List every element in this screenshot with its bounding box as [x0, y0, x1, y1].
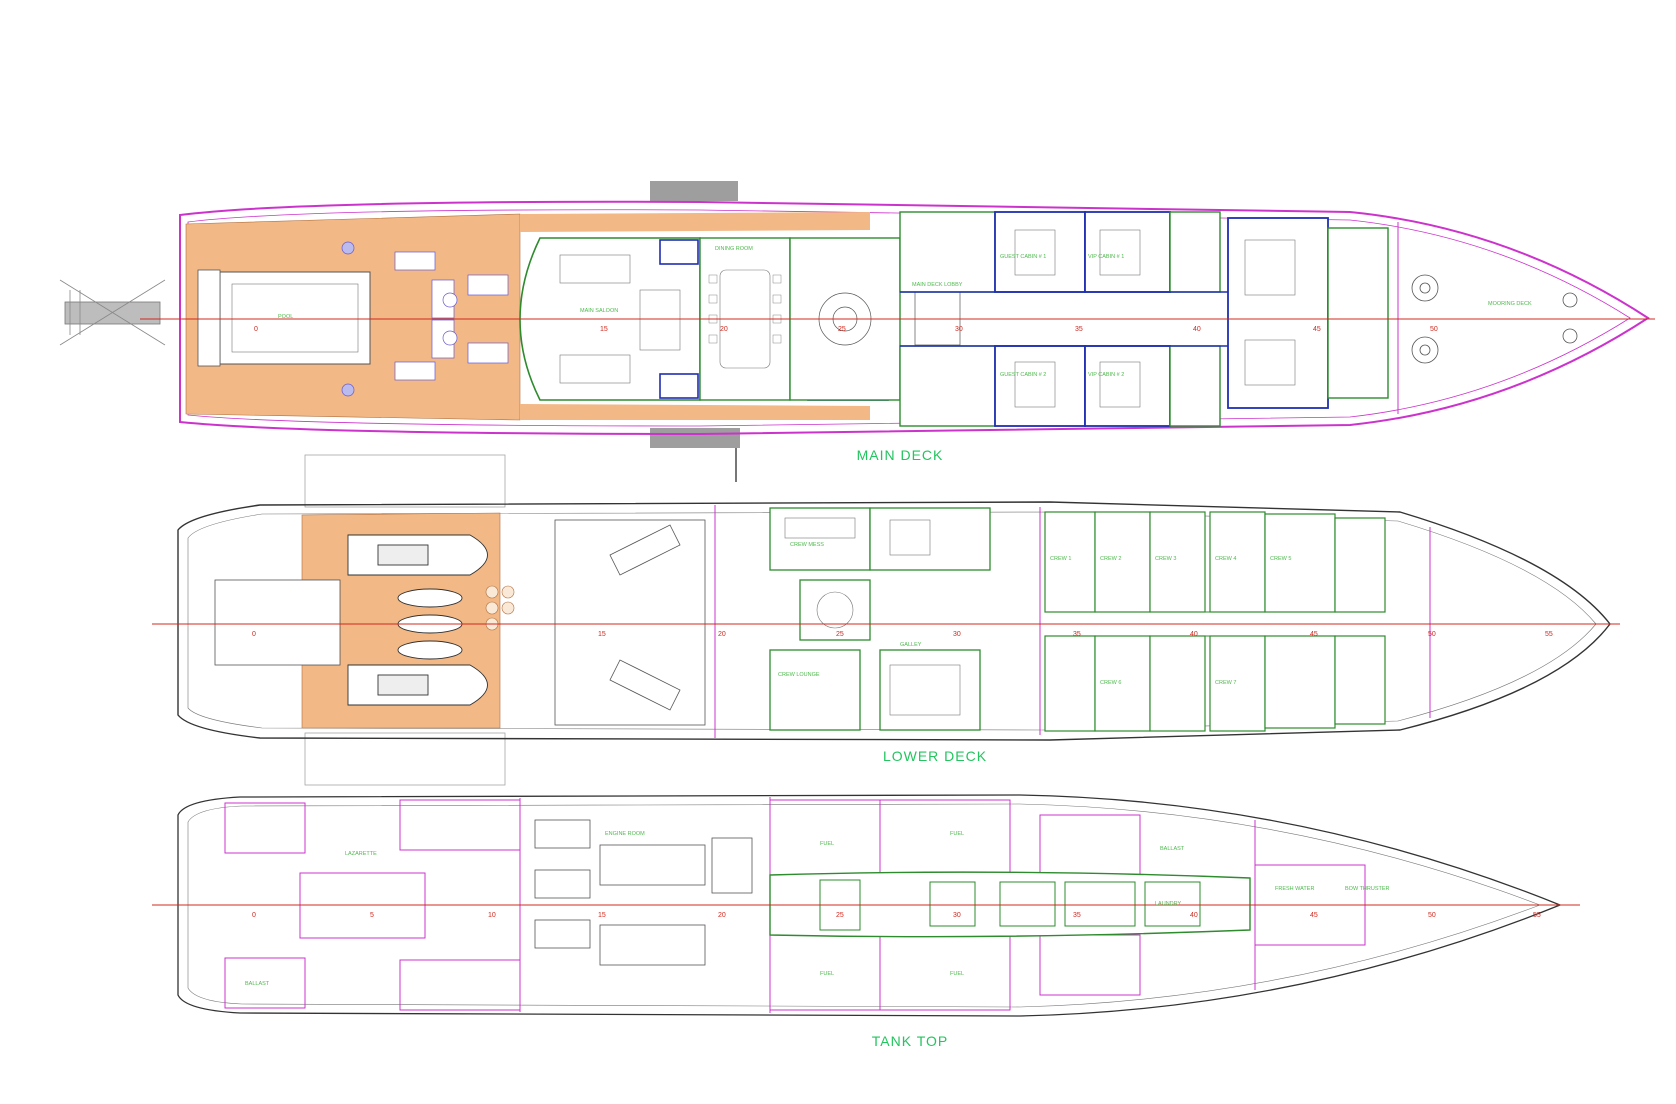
frame-number: 25 [838, 326, 846, 333]
frame-number: 5 [370, 912, 374, 919]
room-label: GUEST CABIN # 2 [1000, 372, 1046, 378]
room-label: CREW 1 [1050, 556, 1071, 562]
frame-number: 40 [1193, 326, 1201, 333]
frame-number: 50 [1428, 631, 1436, 638]
lower-frame-numbers: 0 15 20 25 30 35 40 45 50 55 [252, 631, 1553, 638]
aft-deck-furniture [341, 241, 509, 397]
room-label: CREW 4 [1215, 556, 1236, 562]
crew-cabins [1044, 511, 1386, 732]
anchor-windlasses [1411, 274, 1578, 364]
passerelle [59, 279, 166, 346]
room-label: CREW 5 [1270, 556, 1291, 562]
room-label: BALLAST [245, 981, 270, 987]
frame-number: 20 [718, 631, 726, 638]
frame-number: 30 [953, 631, 961, 638]
room-label: FUEL [820, 971, 834, 977]
gangway-starboard [650, 428, 740, 448]
room-label: CREW 6 [1100, 680, 1121, 686]
gangway-port [650, 181, 738, 201]
tank-top-frame-numbers: 0 5 10 15 20 25 30 35 40 45 50 55 [252, 912, 1541, 919]
pool [219, 271, 371, 365]
tank-top-core [769, 871, 1251, 938]
main-engines [534, 819, 753, 966]
deck-title-tank-top: TANK TOP [872, 1033, 948, 1049]
tank-top-plan: 0 5 10 15 20 25 30 35 40 45 50 55 LAZARE… [152, 794, 1580, 1049]
room-label: CREW LOUNGE [778, 672, 820, 678]
room-label: GUEST CABIN # 1 [1000, 254, 1046, 260]
room-label: FUEL [950, 971, 964, 977]
frame-number: 15 [598, 912, 606, 919]
frame-number: 50 [1430, 326, 1438, 333]
room-label: VIP CABIN # 1 [1088, 254, 1124, 260]
frame-number: 0 [252, 912, 256, 919]
main-frame-numbers: 0 15 20 25 30 35 40 45 50 [254, 326, 1438, 333]
frame-number: 45 [1310, 912, 1318, 919]
frame-number: 40 [1190, 631, 1198, 638]
room-label: FUEL [950, 831, 964, 837]
side-deck-teak-port [520, 212, 870, 232]
main-hull-outline [179, 200, 1650, 436]
frame-number: 40 [1190, 912, 1198, 919]
room-label: CREW 3 [1155, 556, 1176, 562]
room-label: CREW 2 [1100, 556, 1121, 562]
room-label: BALLAST [1160, 846, 1185, 852]
room-label: BOW THRUSTER [1345, 886, 1390, 892]
frame-number: 50 [1428, 912, 1436, 919]
room-label: CREW 7 [1215, 680, 1236, 686]
frame-number: 25 [836, 631, 844, 638]
room-label: MAIN DECK LOBBY [912, 282, 963, 288]
frame-number: 20 [720, 326, 728, 333]
frame-number: 15 [598, 631, 606, 638]
room-label: ENGINE ROOM [605, 831, 645, 837]
frame-number: 0 [254, 326, 258, 333]
frame-number: 0 [252, 631, 256, 638]
frame-number: 45 [1313, 326, 1321, 333]
deck-title-lower: LOWER DECK [883, 748, 987, 764]
frame-number: 10 [488, 912, 496, 919]
room-label: DINING ROOM [715, 246, 753, 252]
frame-number: 30 [955, 326, 963, 333]
frame-number: 55 [1533, 912, 1541, 919]
room-label: FRESH WATER [1275, 886, 1314, 892]
frame-number: 35 [1073, 631, 1081, 638]
lower-deck-plan: 0 15 20 25 30 35 40 45 50 55 CREW MESS G… [152, 454, 1620, 786]
room-label: VIP CABIN # 2 [1088, 372, 1124, 378]
guest-cabins [899, 211, 1389, 427]
room-label: FUEL [820, 841, 834, 847]
frame-number: 30 [953, 912, 961, 919]
room-label: LAUNDRY [1155, 901, 1182, 907]
main-deck-plan: 0 15 20 25 30 35 40 45 50 POOL MAIN SALO… [59, 181, 1655, 482]
room-label: GALLEY [900, 642, 922, 648]
room-label: MAIN SALOON [580, 308, 618, 314]
frame-number: 35 [1075, 326, 1083, 333]
frame-number: 35 [1073, 912, 1081, 919]
side-deck-teak-stbd [520, 404, 870, 420]
room-label: POOL [278, 314, 293, 320]
frame-number: 20 [718, 912, 726, 919]
room-label: MOORING DECK [1488, 301, 1532, 307]
frame-number: 55 [1545, 631, 1553, 638]
deck-title-main: MAIN DECK [857, 447, 944, 463]
frame-number: 15 [600, 326, 608, 333]
room-label: LAZARETTE [345, 851, 377, 857]
frame-number: 25 [836, 912, 844, 919]
room-label: CREW MESS [790, 542, 824, 548]
frame-number: 45 [1310, 631, 1318, 638]
